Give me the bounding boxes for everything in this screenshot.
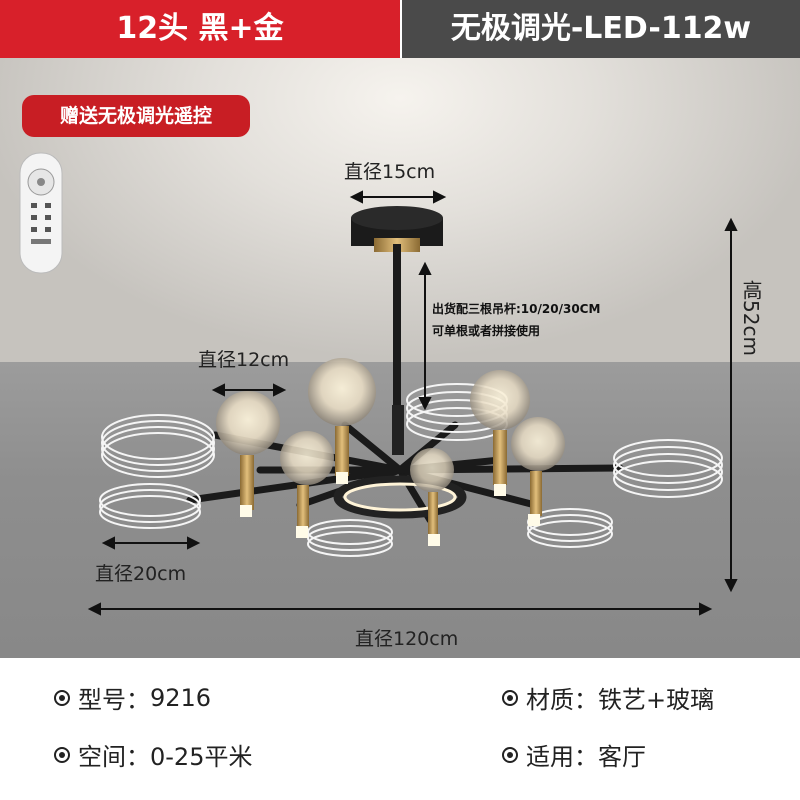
globe-lamp — [470, 370, 530, 430]
spec-value: 9216 — [150, 683, 212, 712]
rod-note-line1: 出货配三根吊杆:10/20/30CM — [432, 302, 601, 316]
rod-note: 出货配三根吊杆:10/20/30CM 可单根或者拼接使用 — [432, 298, 600, 342]
dimension-label-height: 高52cm — [739, 280, 763, 356]
spec-usage: 适用： 客厅 — [502, 737, 646, 772]
globe-lamp — [308, 358, 376, 426]
ring-lamps — [99, 383, 723, 557]
spec-label: 适用： — [526, 743, 598, 771]
banner-title-light-power: 无极调光-LED-112w — [402, 0, 800, 58]
glass-globes — [216, 358, 565, 546]
spec-section — [0, 658, 800, 800]
remote-control-icon — [19, 152, 63, 274]
ring-lamp-left-lower — [99, 483, 201, 529]
spec-model: 型号： 9216 — [54, 680, 211, 715]
bullet-icon — [54, 689, 70, 706]
spec-label: 型号： — [78, 686, 150, 714]
dimension-label-globe: 直径12cm — [198, 349, 290, 371]
remote-gift-badge: 赠送无极调光遥控 — [22, 95, 250, 137]
banner-title-heads-color: 12头 黑+金 — [0, 0, 400, 58]
globe-lamp — [216, 391, 280, 455]
spec-value: 0-25平米 — [150, 743, 253, 771]
dimension-label-overall-width: 直径120cm — [355, 628, 459, 650]
globe-lamp — [511, 417, 565, 471]
dimension-label-ring: 直径20cm — [95, 563, 187, 585]
bullet-icon — [502, 746, 518, 763]
top-banner: 12头 黑+金 无极调光-LED-112w — [0, 0, 800, 58]
spec-material: 材质： 铁艺+玻璃 — [502, 680, 714, 715]
bullet-icon — [502, 689, 518, 706]
ceiling-canopy — [351, 206, 443, 455]
globe-lamp — [410, 448, 454, 492]
ring-lamp-left-upper — [101, 414, 215, 478]
spec-space: 空间： 0-25平米 — [54, 737, 252, 772]
spec-value: 客厅 — [598, 743, 646, 771]
rod-note-line2: 可单根或者拼接使用 — [432, 324, 541, 338]
dimension-label-canopy: 直径15cm — [344, 161, 436, 183]
spec-label: 空间： — [78, 743, 150, 771]
ring-lamp-center-front — [307, 519, 393, 557]
ring-lamp-right-upper — [613, 439, 723, 498]
bullet-icon — [54, 746, 70, 763]
spec-value: 铁艺+玻璃 — [598, 686, 715, 714]
center-ring — [333, 475, 467, 519]
dimension-arrow-icon — [87, 190, 738, 616]
globe-lamp — [280, 431, 334, 485]
spec-label: 材质： — [526, 686, 598, 714]
